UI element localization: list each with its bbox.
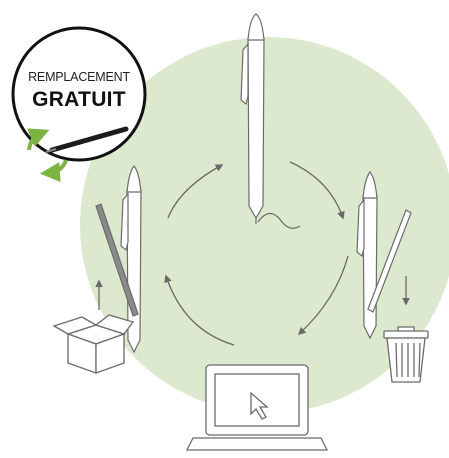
badge-line-2: GRATUIT	[14, 88, 144, 112]
laptop-cursor-icon	[187, 365, 327, 450]
badge-line-1: REMPLACEMENT	[14, 70, 144, 84]
